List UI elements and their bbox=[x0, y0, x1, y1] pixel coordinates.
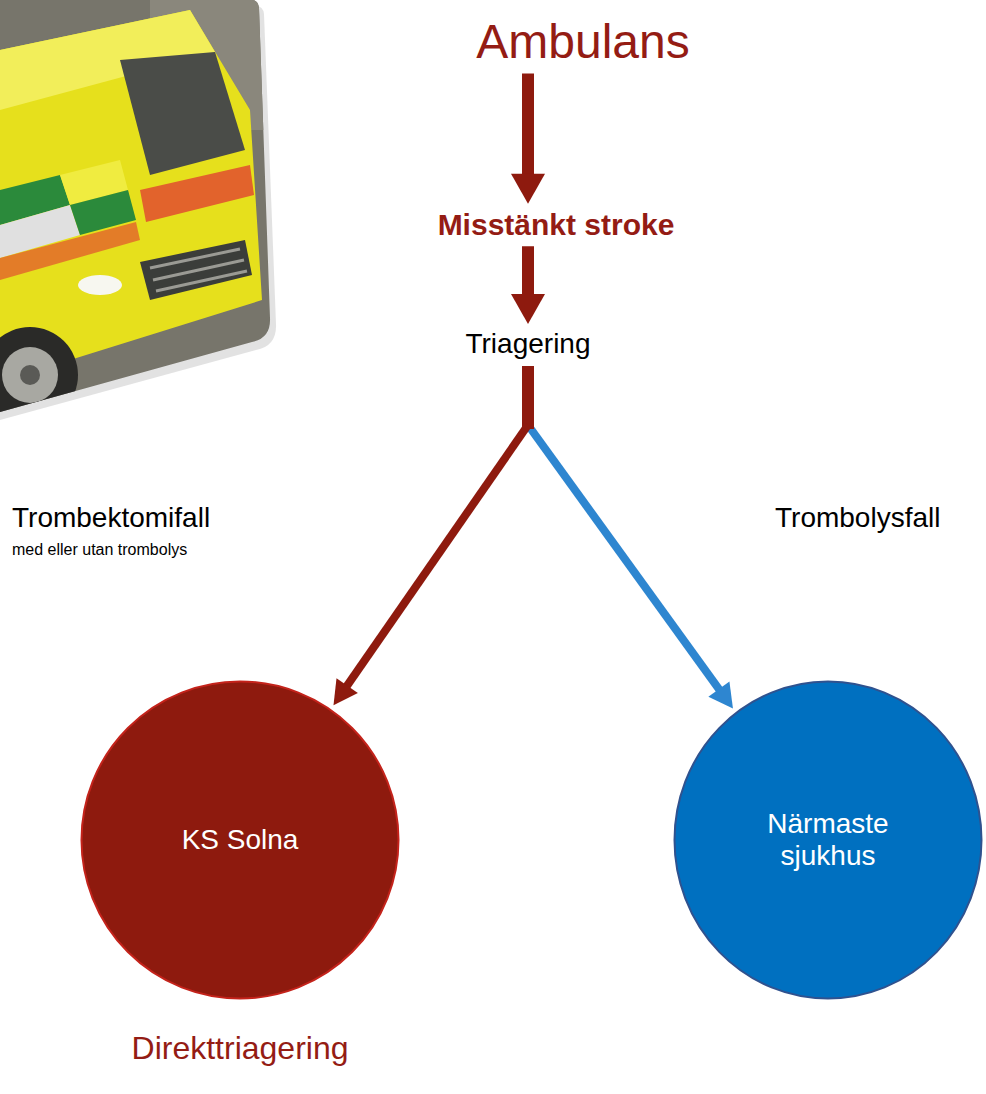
flow-arrow bbox=[334, 366, 528, 705]
flow-arrow bbox=[528, 366, 733, 708]
node-text: Triagering bbox=[465, 328, 590, 360]
path-label: Trombektomifall bbox=[12, 502, 210, 534]
ambulance-photo bbox=[0, 0, 300, 440]
grille-bars bbox=[150, 249, 247, 291]
step-label: Triagering bbox=[465, 328, 590, 360]
vehicle-windshield bbox=[120, 52, 245, 175]
flow-arrow bbox=[511, 74, 545, 204]
hospital-circle: KS Solna bbox=[80, 680, 400, 1000]
circle-shape bbox=[82, 682, 399, 999]
arrow-head bbox=[708, 681, 733, 708]
red-stripe bbox=[0, 222, 140, 280]
node-text: Misstänkt stroke bbox=[438, 208, 675, 243]
path-sublabel: med eller utan trombolys bbox=[12, 541, 187, 559]
red-stripe bbox=[140, 165, 254, 222]
node-text: Närmaste sjukhus bbox=[753, 808, 903, 872]
ambulance-picture bbox=[0, 0, 300, 440]
node-text: Ambulans bbox=[476, 14, 689, 69]
arrow-shaft bbox=[522, 246, 534, 295]
arrow-shaft bbox=[528, 425, 719, 690]
start-label: Ambulans bbox=[476, 14, 689, 69]
hospital-circle: Närmaste sjukhus bbox=[673, 680, 983, 1000]
wheel bbox=[0, 327, 78, 423]
route-caption: Direkttriagering bbox=[132, 1030, 349, 1067]
arrow-head bbox=[334, 678, 358, 705]
headlight bbox=[78, 275, 122, 295]
arrow-head bbox=[511, 294, 545, 324]
arrow-stem bbox=[522, 366, 534, 429]
wheel-rim bbox=[2, 347, 58, 403]
flow-arrow bbox=[511, 246, 545, 324]
step-label: Misstänkt stroke bbox=[438, 208, 675, 243]
path-label: Trombolysfall bbox=[775, 502, 940, 534]
arrow-shaft bbox=[522, 74, 534, 175]
wall-background bbox=[0, 0, 300, 440]
arrow-shaft bbox=[347, 425, 528, 686]
wheel-hub bbox=[20, 365, 40, 385]
vehicle-grille bbox=[140, 240, 252, 300]
circle-shape bbox=[675, 682, 982, 999]
arrow-head bbox=[511, 174, 545, 204]
arrow-stem bbox=[522, 366, 534, 429]
node-text: KS Solna bbox=[182, 824, 299, 856]
